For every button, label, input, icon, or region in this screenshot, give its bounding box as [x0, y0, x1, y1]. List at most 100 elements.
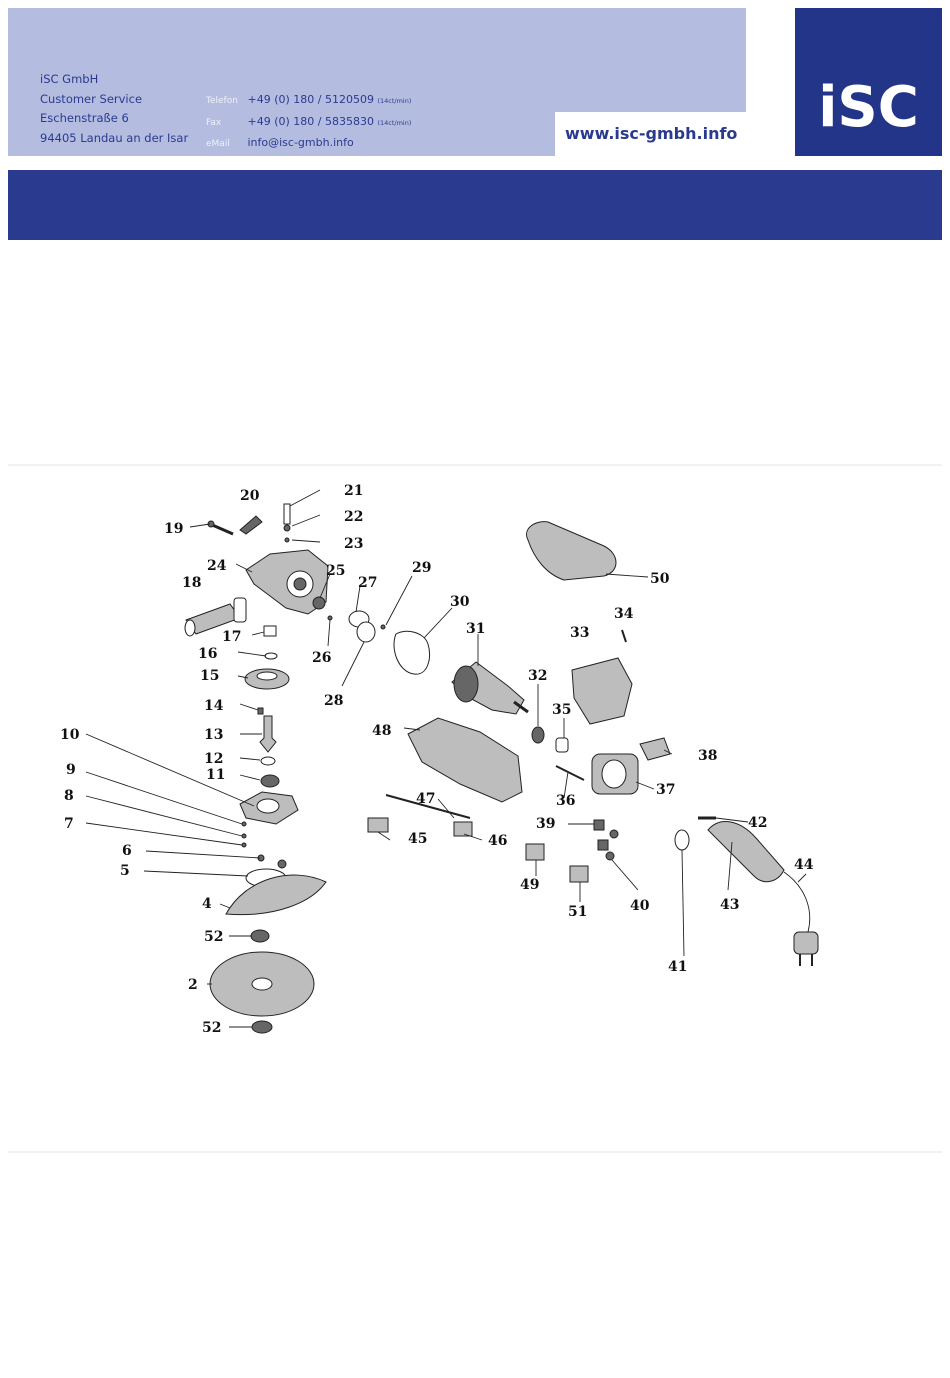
part-label: 52	[202, 1020, 221, 1036]
part-label: 43	[720, 897, 739, 913]
part-25-needle-bearing	[312, 596, 326, 610]
part-12-circlip	[260, 756, 276, 766]
part-38-brush-holder	[639, 737, 671, 761]
part-50-handle-cover	[526, 521, 617, 581]
part-label: 44	[794, 857, 814, 873]
part-36-screw	[555, 765, 585, 781]
title-band	[8, 170, 942, 240]
part-label: 19	[164, 521, 183, 537]
part-52-inner-flange	[250, 929, 270, 943]
part-label: 2	[188, 977, 198, 993]
part-14-key	[257, 707, 264, 715]
part-label: 38	[698, 748, 717, 764]
part-11-ball-bearing	[260, 774, 280, 788]
part-label: 40	[630, 898, 650, 914]
part-32-bearing	[531, 726, 545, 744]
part-40-spring	[605, 851, 615, 861]
part-label: 25	[326, 563, 345, 579]
part-49-capacitor	[525, 843, 545, 861]
part-label: 42	[748, 815, 767, 831]
part-label: 52	[204, 929, 223, 945]
part-label: 7	[64, 816, 74, 832]
grinding-disc-hole	[251, 977, 273, 991]
part-label: 23	[344, 536, 363, 552]
part-label: 11	[206, 767, 225, 783]
part-19-screw	[207, 520, 234, 536]
part-label: 18	[182, 575, 201, 591]
part-33-rear-cover	[571, 657, 633, 725]
phone-rate: (14ct/min)	[377, 97, 412, 105]
power-plug-icon	[793, 931, 819, 966]
part-number-labels: 21 20 22 19 23 24 25 27 29 18 30 50 31 3…	[60, 483, 814, 1036]
part-label: 5	[120, 863, 130, 879]
part-46-switch	[453, 821, 473, 837]
part-label: 47	[416, 791, 435, 807]
carbon-brush-second	[597, 839, 609, 851]
part-label: 20	[240, 488, 260, 504]
part-label: 17	[222, 629, 241, 645]
email-label: eMail	[206, 139, 230, 149]
part-29-screw	[380, 624, 386, 630]
contact-phone: Telefon +49 (0) 180 / 5120509 (14ct/min)	[206, 90, 411, 112]
part-label: 31	[466, 621, 485, 637]
part-label: 35	[552, 702, 571, 718]
email-link[interactable]: info@isc-gmbh.info	[247, 136, 354, 149]
part-20-spindle-lock-clip	[239, 515, 263, 535]
part-48-motor-housing	[407, 717, 523, 803]
company-city: 94405 Landau an der Isar	[40, 130, 189, 145]
contact-fax: Fax +49 (0) 180 / 5835830 (14ct/min)	[206, 112, 411, 134]
part-label: 50	[650, 571, 670, 587]
company-department: Customer Service	[40, 91, 143, 106]
part-label: 32	[528, 668, 547, 684]
part-9-screw	[241, 821, 247, 827]
parts-drawing: 21 20 22 19 23 24 25 27 29 18 30 50 31 3…	[8, 464, 942, 1153]
part-label: 15	[200, 668, 219, 684]
part-8-screw	[241, 833, 247, 839]
part-label: 13	[204, 727, 223, 743]
part-17-bushing	[263, 625, 277, 637]
part-label: 46	[488, 833, 507, 849]
part-label: 49	[520, 877, 539, 893]
part-35-bushing	[555, 737, 569, 753]
part-label: 41	[668, 959, 687, 975]
company-name: iSC GmbH	[40, 72, 99, 86]
part-label: 6	[122, 843, 132, 859]
part-52-clamping-nut	[251, 1020, 273, 1034]
part-label: 9	[66, 762, 76, 778]
bevel-gear-hub	[256, 671, 278, 681]
part-label: 28	[324, 693, 343, 709]
part-45-switch-slider	[367, 817, 389, 833]
phone-label: Telefon	[206, 96, 238, 106]
part-label: 26	[312, 650, 331, 666]
part-label: 14	[204, 698, 224, 714]
fax-label: Fax	[206, 117, 222, 128]
part-34-screw	[621, 629, 627, 643]
logo-text: iSC	[818, 75, 919, 140]
header-band: iSC GmbH Customer Service Eschenstraße 6…	[8, 8, 746, 156]
part-47-switch-rod	[385, 794, 471, 819]
part-label: 36	[556, 793, 575, 809]
website-link[interactable]: www.isc-gmbh.info	[565, 124, 738, 143]
fax-rate: (14ct/min)	[377, 118, 412, 127]
contact-details: Telefon +49 (0) 180 / 5120509 (14ct/min)…	[206, 90, 411, 155]
exploded-parts-diagram: 21 20 22 19 23 24 25 27 29 18 30 50 31 3…	[8, 462, 942, 1154]
contact-email: eMail info@isc-gmbh.info	[206, 133, 411, 155]
part-43-cable-sleeve	[707, 821, 785, 883]
part-label: 39	[536, 816, 555, 832]
phone-value[interactable]: +49 (0) 180 / 5120509	[247, 93, 374, 106]
part-7-screw	[241, 842, 247, 848]
part-label: 51	[568, 904, 587, 920]
part-label: 12	[204, 751, 223, 767]
part-16-circlip	[264, 652, 278, 660]
part-41-cable-clip	[674, 829, 690, 851]
part-13-spindle	[259, 715, 277, 753]
bearing-cover-bore	[256, 798, 280, 814]
leader-lines	[85, 489, 807, 1028]
part-label: 21	[344, 483, 363, 499]
part-26-pin	[327, 615, 333, 621]
spring-upper	[609, 829, 619, 839]
part-label: 24	[207, 558, 227, 574]
part-51-cable-clamp	[569, 865, 589, 883]
part-4-wheel-guard	[225, 874, 327, 916]
part-label: 34	[614, 606, 634, 622]
